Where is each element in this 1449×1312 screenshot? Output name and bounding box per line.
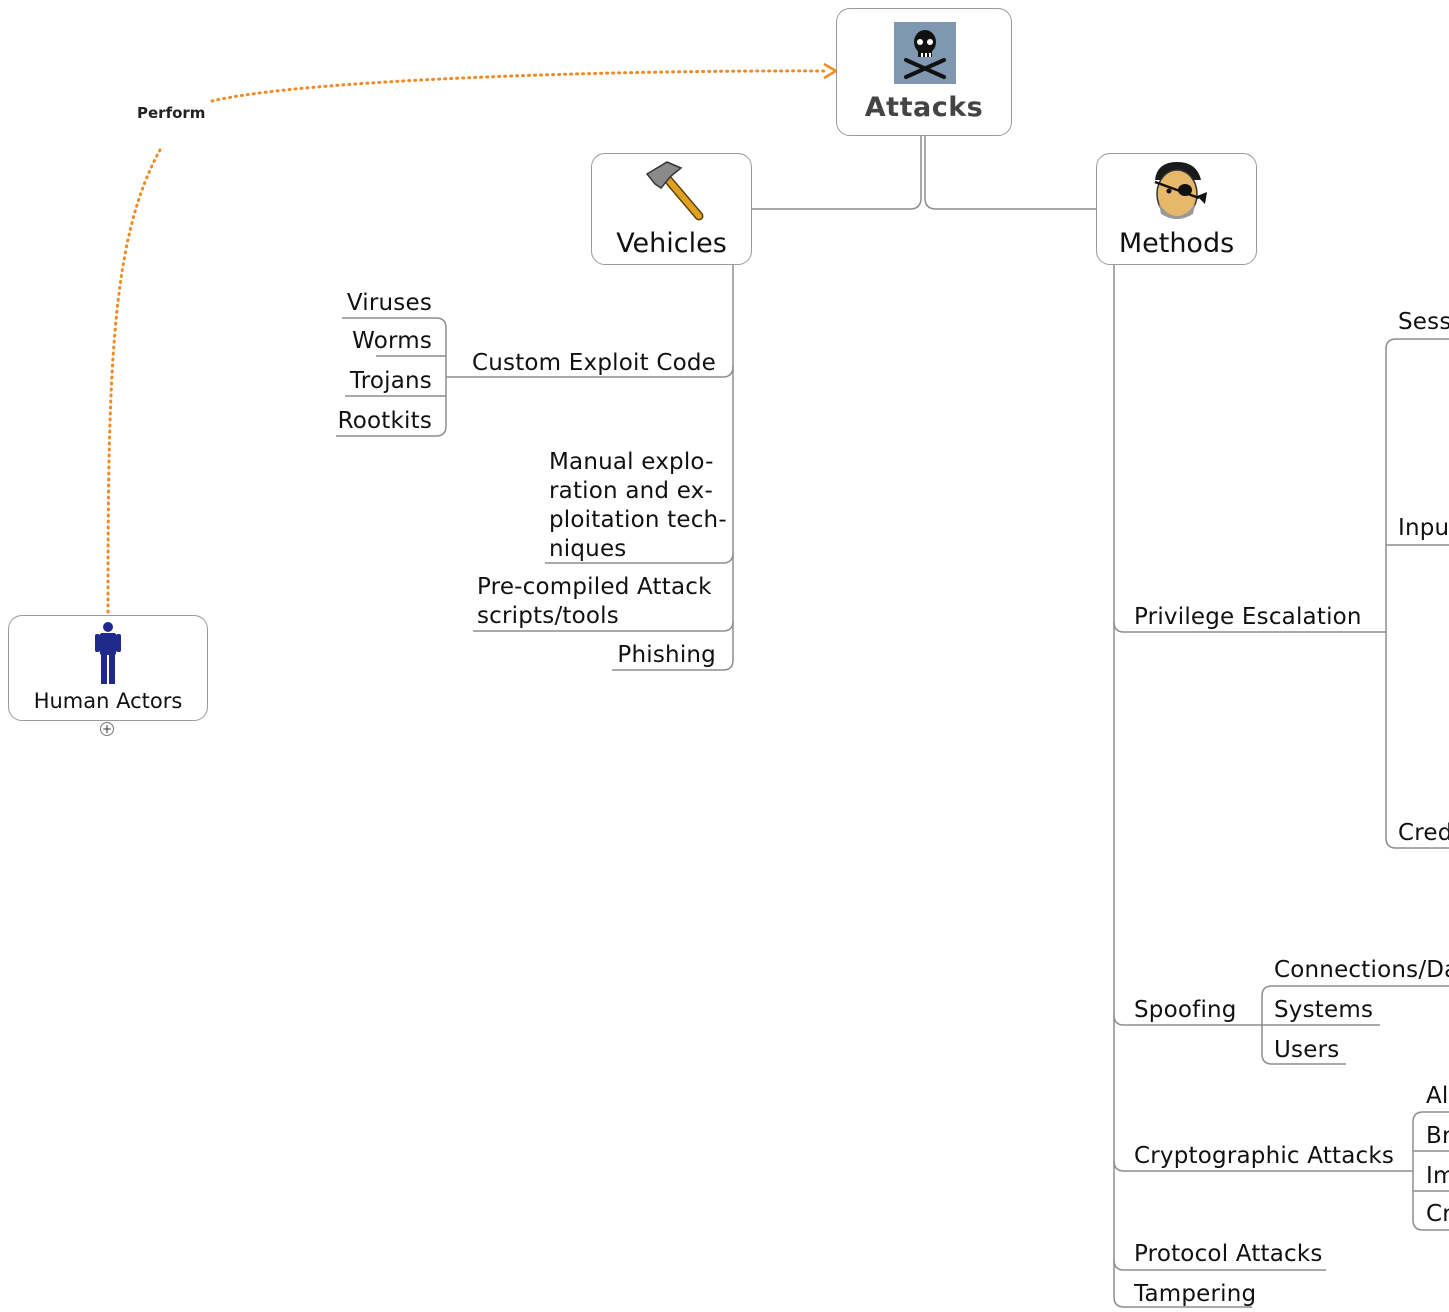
person-icon (95, 622, 121, 684)
connector-attacks-vehicles (752, 136, 922, 210)
topic-crypto-1[interactable]: Al (1426, 1083, 1449, 1109)
perform-relationship-line (106, 69, 830, 620)
topic-precompiled-line-1: Pre-compiled Attack (477, 574, 712, 600)
topic-viruses[interactable]: Viruses (346, 290, 432, 316)
methods-node[interactable]: Methods (1096, 153, 1257, 265)
connector-attacks-methods (924, 136, 1096, 210)
topic-cryptographic-attacks[interactable]: Cryptographic Attacks (1134, 1143, 1395, 1169)
topic-precompiled-tools[interactable]: Pre-compiled Attack scripts/tools (477, 573, 717, 631)
topic-session[interactable]: Sess (1398, 309, 1449, 335)
expand-human-actors-button[interactable]: + (100, 722, 114, 736)
connector-vehicles-trunk (612, 265, 734, 671)
skull-crossbones-icon (894, 22, 956, 84)
topic-manual-line-3: ploitation tech- (549, 507, 727, 533)
connector-spoofing-bracket (1261, 985, 1449, 1065)
human-actors-title: Human Actors (33, 689, 183, 713)
topic-worms[interactable]: Worms (352, 328, 432, 354)
connector-protocol (1113, 1259, 1326, 1271)
connector-spoofing (1113, 1014, 1262, 1026)
topic-manual-line-1: Manual explo- (549, 449, 714, 475)
topic-trojans[interactable]: Trojans (349, 368, 432, 394)
topic-tampering[interactable]: Tampering (1134, 1281, 1257, 1307)
topic-phishing[interactable]: Phishing (617, 642, 716, 668)
methods-title: Methods (1118, 228, 1235, 259)
topic-systems[interactable]: Systems (1274, 997, 1374, 1023)
connector-methods-trunk (1113, 265, 1252, 1308)
attacks-node[interactable]: Attacks (836, 8, 1012, 136)
topic-users[interactable]: Users (1274, 1037, 1340, 1063)
topic-crypto-3[interactable]: Im (1426, 1163, 1449, 1189)
connector-crypto (1113, 1160, 1413, 1172)
pirate-icon (1154, 162, 1207, 219)
topic-protocol-attacks[interactable]: Protocol Attacks (1134, 1241, 1323, 1267)
connector-crypto-bracket (1412, 1111, 1449, 1231)
topic-crypto-2[interactable]: Br (1426, 1123, 1449, 1149)
hammer-icon (645, 161, 704, 221)
connector-privilege (1113, 621, 1386, 633)
topic-input[interactable]: Input (1398, 515, 1449, 541)
connector-manual (545, 552, 734, 564)
perform-relationship-label[interactable]: Perform (137, 104, 206, 122)
topic-custom-exploit-code[interactable]: Custom Exploit Code (471, 350, 716, 376)
topic-spoofing[interactable]: Spoofing (1134, 997, 1237, 1023)
connector-precompiled (473, 620, 734, 632)
vehicles-title: Vehicles (616, 228, 727, 259)
connector-privilege-bracket (1385, 338, 1449, 849)
connector-exploit-bracket (336, 317, 447, 437)
topic-manual-line-4: niques (549, 536, 627, 562)
topic-connections[interactable]: Connections/Da (1274, 957, 1449, 983)
topic-manual-exploration[interactable]: Manual explo- ration and ex- ploitation … (549, 448, 727, 564)
connector-custom-exploit (446, 365, 734, 378)
topic-crypto-4[interactable]: Cr (1426, 1201, 1449, 1227)
topic-manual-line-2: ration and ex- (549, 478, 713, 504)
human-actors-node[interactable]: Human Actors (8, 615, 208, 721)
topic-credentials[interactable]: Cred (1398, 820, 1449, 846)
vehicles-node[interactable]: Vehicles (591, 153, 752, 265)
topic-rootkits[interactable]: Rootkits (337, 408, 432, 434)
perform-arrowhead-icon (823, 62, 839, 80)
topic-privilege-escalation[interactable]: Privilege Escalation (1134, 604, 1362, 630)
attacks-title: Attacks (864, 92, 984, 123)
topic-precompiled-line-2: scripts/tools (477, 603, 619, 629)
